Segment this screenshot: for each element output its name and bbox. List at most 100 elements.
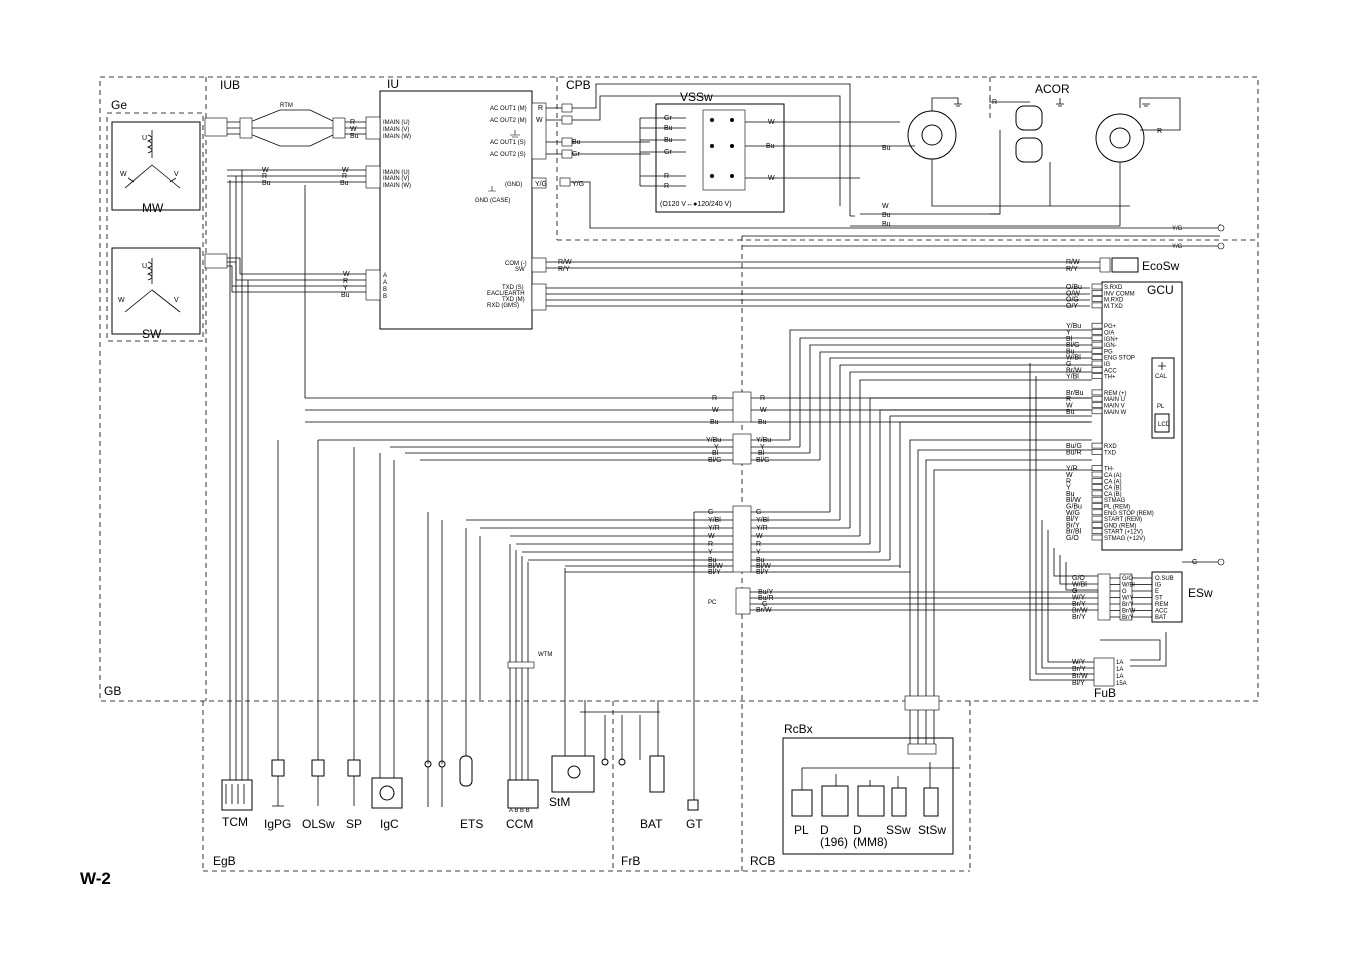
- svg-text:Bu: Bu: [350, 133, 359, 140]
- gcu-pin: S.RXD: [1104, 285, 1123, 291]
- esw-wire-tag: W/Bl: [1122, 583, 1135, 589]
- svg-text:V: V: [174, 297, 179, 304]
- svg-text:B: B: [383, 287, 387, 293]
- gcu-pin: M.RXD: [1104, 298, 1124, 304]
- svg-text:IMAIN (W): IMAIN (W): [383, 134, 411, 140]
- svg-text:R: R: [538, 105, 543, 112]
- svg-text:W: W: [120, 171, 127, 178]
- gcu-wire-tag: G/Bu: [1066, 504, 1082, 511]
- gcu-wire-tag: Bl: [1066, 336, 1073, 343]
- svg-text:R/Y: R/Y: [1066, 266, 1078, 273]
- block-outlines: [99, 76, 1259, 872]
- svg-text:Y/Bu: Y/Bu: [756, 437, 771, 444]
- svg-text:R: R: [992, 99, 997, 106]
- svg-text:IMAIN (V): IMAIN (V): [383, 176, 409, 182]
- svg-text:Bl: Bl: [758, 450, 765, 457]
- svg-text:Gr: Gr: [664, 149, 672, 156]
- c3-wire-tag: Bu: [756, 557, 765, 564]
- c3-wire-tag: G: [708, 509, 713, 516]
- gcu-pin: IGN+: [1104, 337, 1119, 343]
- c3-wire-tag: Y/R: [756, 525, 768, 532]
- svg-text:Bu/R: Bu/R: [758, 595, 774, 602]
- ge-label: Ge: [111, 98, 127, 112]
- connector-c2: Y/Bu Y Bl Bl/G Y/Bu Y Bl Bl/G: [318, 433, 820, 465]
- c3-wire-tag: R: [756, 541, 761, 548]
- svg-text:Bl/G: Bl/G: [756, 457, 770, 464]
- ccm-label: CCM: [506, 817, 533, 831]
- svg-text:SW: SW: [515, 267, 525, 273]
- gcu-wire-tag: Bl/G: [1066, 342, 1080, 349]
- svg-text:Bu: Bu: [710, 419, 719, 426]
- esw-pin: O.SUB: [1155, 576, 1174, 582]
- ecosw: R/W R/Y R/W R/Y EcoSw: [546, 257, 1180, 273]
- gcu-pin: INV COMM: [1104, 291, 1135, 297]
- svg-text:A: A: [383, 273, 387, 279]
- gcu-pin: MAIN V: [1104, 404, 1125, 410]
- c3-wire-tag: Y: [708, 549, 713, 556]
- svg-text:Bu: Bu: [664, 137, 673, 144]
- gcu-wire-tag: Bu: [1066, 409, 1075, 416]
- gb-block: [99, 76, 1259, 702]
- generator: U W V MW U W V SW: [111, 121, 201, 341]
- gcu-pin: CA (B): [1104, 492, 1122, 498]
- c3-wire-tag: Bu: [708, 557, 717, 564]
- svg-text:W: W: [768, 119, 775, 126]
- svg-text:V: V: [174, 171, 179, 178]
- svg-text:Bu: Bu: [758, 419, 767, 426]
- svg-text:W: W: [118, 297, 125, 304]
- svg-text:Bu: Bu: [882, 145, 891, 152]
- gcu-pin: M.TXD: [1104, 304, 1123, 310]
- svg-text:IMAIN (U): IMAIN (U): [383, 170, 410, 176]
- svg-text:TXD (S): TXD (S): [502, 285, 524, 291]
- fuse-pin: 15A: [1116, 681, 1127, 687]
- esw-wire-tag: Br/W: [1072, 608, 1088, 615]
- c3-wire-tag: Bl/W: [756, 563, 771, 570]
- svg-text:Bl/G: Bl/G: [708, 457, 722, 464]
- c3-wire-tag: Y/Bl: [756, 517, 769, 524]
- esw-wire-tag: Br/Y: [1072, 614, 1086, 621]
- svg-text:W: W: [342, 167, 349, 174]
- rcb-label: RCB: [750, 854, 775, 868]
- gcu-pin: STMAG (+12V): [1104, 536, 1145, 542]
- fuse-pin: 1A: [1116, 660, 1123, 666]
- svg-text:IMAIN (W): IMAIN (W): [383, 183, 411, 189]
- esw-pin: ST: [1155, 596, 1163, 602]
- wtm-label: WTM: [538, 652, 552, 658]
- gcu-wire-tag: O/Bu: [1066, 284, 1082, 291]
- c3-wire-tag: Bl/W: [708, 563, 723, 570]
- svg-text:R: R: [1157, 128, 1162, 135]
- svg-text:AC OUT2 (S): AC OUT2 (S): [490, 152, 526, 158]
- esw-pin: BAT: [1155, 615, 1167, 621]
- gcu-wire-tag: R: [1066, 396, 1071, 403]
- gcu-pin: O/A: [1104, 331, 1114, 337]
- esw-wire-tag: G: [1072, 588, 1077, 595]
- pl-label: PL: [794, 823, 809, 837]
- gcu-pin: IGN-: [1104, 343, 1117, 349]
- gcu-pin: PG: [1104, 349, 1113, 355]
- vssw-label: VSSw: [680, 90, 713, 104]
- gcu-pin: MAIN U: [1104, 397, 1125, 403]
- c3-wire-tag: Bl/Y: [756, 569, 769, 576]
- gcu-wire-tag: Bu: [1066, 491, 1075, 498]
- svg-text:W: W: [712, 407, 719, 414]
- esw-pin: IG: [1155, 583, 1162, 589]
- sp-label: SP: [346, 817, 362, 831]
- gb-label: GB: [104, 684, 121, 698]
- gcu-pin: MAIN W: [1104, 410, 1127, 416]
- svg-text:Y/G: Y/G: [1172, 226, 1183, 232]
- svg-text:Y: Y: [343, 285, 348, 292]
- connector-pc: PC Bu/Y Bu/R G Br/W: [708, 587, 1100, 615]
- esw-pin: ACC: [1155, 609, 1168, 615]
- svg-text:TXD (M): TXD (M): [502, 297, 525, 303]
- ecosw-label: EcoSw: [1142, 259, 1180, 273]
- fuse-wire-tag: W/Y: [1072, 659, 1086, 666]
- frb-label: FrB: [621, 854, 640, 868]
- sw-label: SW: [142, 327, 162, 341]
- esw-label: ESw: [1188, 586, 1213, 600]
- fuse-wire-tag: Br/W: [1072, 673, 1088, 680]
- svg-text:PL: PL: [1157, 404, 1165, 410]
- ets-label: ETS: [460, 817, 483, 831]
- svg-text:EACL/EARTH: EACL/EARTH: [487, 291, 525, 297]
- svg-text:Bu: Bu: [340, 180, 349, 187]
